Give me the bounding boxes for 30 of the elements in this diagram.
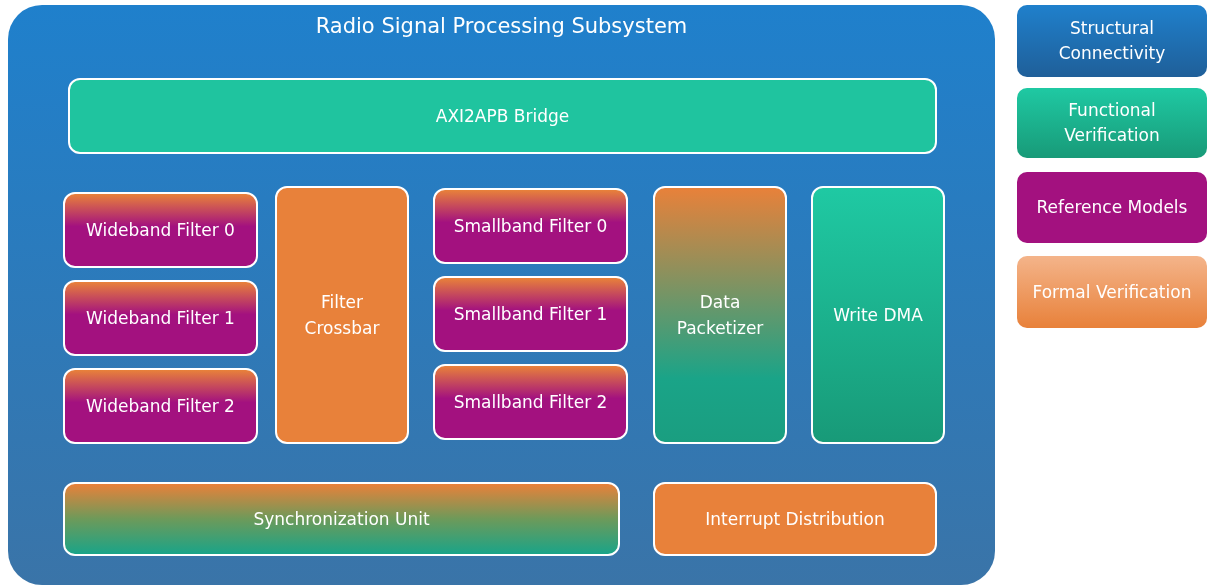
filter-block (63, 368, 258, 444)
crossbar-block (275, 186, 409, 444)
filter-block (63, 192, 258, 268)
block-label: Filter Crossbar (303, 291, 381, 340)
packetizer-block (653, 186, 787, 444)
block-label: Smallband Filter 2 (452, 391, 609, 414)
filter-block (433, 188, 628, 264)
bridge-block (68, 78, 937, 154)
interrupt-block (653, 482, 937, 556)
block-label: Smallband Filter 0 (452, 215, 609, 238)
filter-block (433, 364, 628, 440)
dma-block (811, 186, 945, 444)
block-label: Write DMA (832, 304, 924, 327)
block-label: Wideband Filter 1 (85, 307, 236, 330)
block-label: Data Packetizer (675, 291, 765, 340)
filter-block (433, 276, 628, 352)
legend-text: Reference Models (1035, 196, 1189, 219)
subsystem-panel (8, 5, 995, 585)
filter-block (63, 280, 258, 356)
block-label: Wideband Filter 0 (85, 219, 236, 242)
sync-block (63, 482, 620, 556)
legend-text: Functional Verification (1063, 99, 1161, 147)
panel-title: Radio Signal Processing Subsystem (314, 13, 689, 39)
legend-text: Structural Connectivity (1057, 17, 1167, 65)
block-label: Synchronization Unit (252, 508, 431, 531)
legend-text: Formal Verification (1031, 280, 1193, 304)
block-label: Smallband Filter 1 (452, 303, 609, 326)
block-label: Interrupt Distribution (704, 508, 886, 531)
block-label: AXI2APB Bridge (434, 105, 571, 128)
block-label: Wideband Filter 2 (85, 395, 236, 418)
